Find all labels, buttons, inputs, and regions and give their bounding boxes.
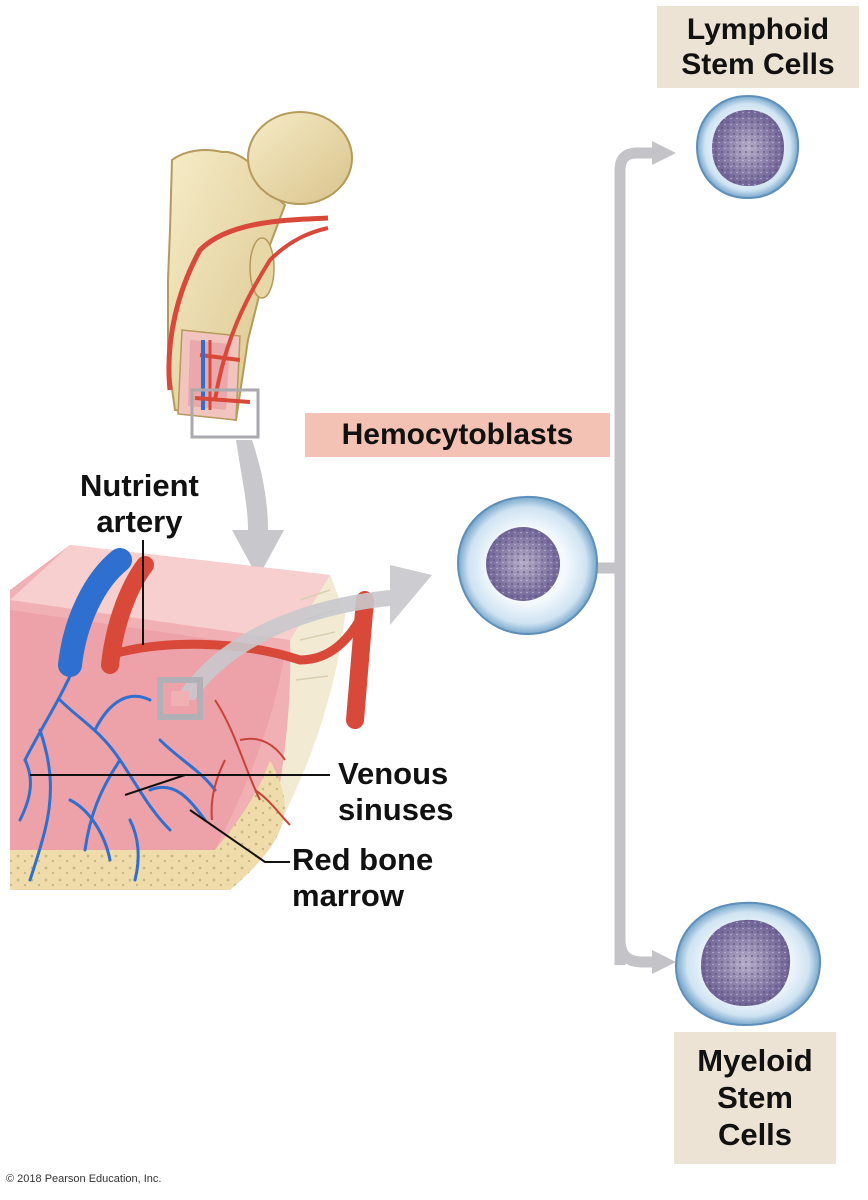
- lymphoid-stem-cell: [695, 94, 800, 200]
- femur-bone: [167, 111, 353, 422]
- arrowhead-myeloid: [652, 950, 676, 974]
- differentiation-arrow-to-hemocytoblast: [175, 565, 432, 700]
- zoom-arrow-down: [232, 440, 284, 578]
- nutrient-artery-label: Nutrient artery: [80, 468, 199, 540]
- branching-arrows: [595, 147, 655, 968]
- venous-sinuses-label: Venous sinuses: [338, 756, 453, 828]
- hemocytoblast-cell: [456, 495, 599, 636]
- magnification-box: [190, 388, 260, 439]
- myeloid-label-line-2: Stem: [717, 1080, 793, 1115]
- nutrient-artery-line-2: artery: [96, 504, 183, 539]
- myeloid-label-line-3: Cells: [717, 1117, 793, 1152]
- marrow-arterioles: [210, 699, 291, 826]
- hemocytoblasts-label: Hemocytoblasts: [305, 413, 610, 457]
- lymphoid-label-line-1: Lymphoid: [686, 13, 830, 46]
- venous-sinus-network: [18, 663, 217, 882]
- venous-sinuses-line-2: sinuses: [338, 792, 454, 827]
- arrowhead-lymphoid: [652, 141, 676, 165]
- leader-lines: [30, 540, 330, 863]
- nutrient-artery-line-1: Nutrient: [80, 468, 199, 503]
- venous-sinuses-line-1: Venous: [338, 756, 449, 791]
- myeloid-stem-cells-label: Myeloid Stem Cells: [674, 1032, 836, 1164]
- copyright-notice: © 2018 Pearson Education, Inc.: [6, 1173, 162, 1185]
- lymphoid-label-line-2: Stem Cells: [681, 48, 835, 81]
- red-bone-marrow-line-1: Red bone: [292, 842, 434, 877]
- red-bone-marrow-label: Red bone marrow: [292, 842, 433, 914]
- bone-arteries: [166, 215, 329, 410]
- lymphoid-stem-cells-label: Lymphoid Stem Cells: [657, 6, 859, 88]
- tissue-marker-square: [157, 677, 203, 720]
- myeloid-label-line-1: Myeloid: [697, 1043, 813, 1078]
- red-bone-marrow-line-2: marrow: [292, 878, 404, 913]
- nutrient-vessels: [58, 548, 374, 729]
- myeloid-stem-cell: [674, 901, 822, 1027]
